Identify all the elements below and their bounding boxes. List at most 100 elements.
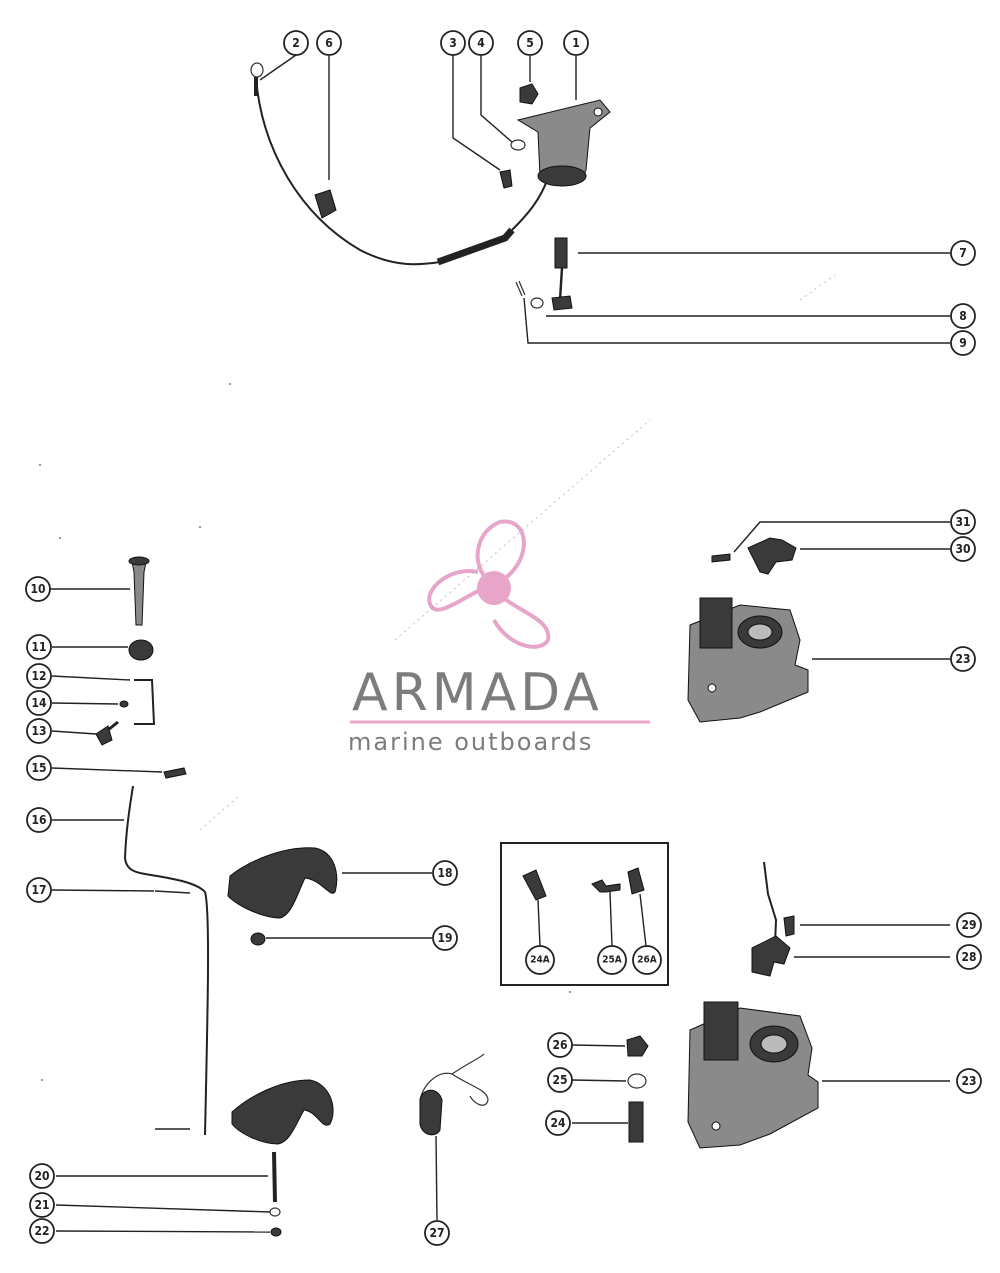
leader [639,893,647,947]
linkage-assembly [95,556,338,1237]
part-1-solenoid-base [537,165,587,187]
callout-text: 26 [552,1038,567,1052]
callout-ring [632,945,662,975]
callout-text: 20 [34,1169,49,1183]
callout-text: 28 [961,950,976,964]
callout-24A: 24A [525,945,555,975]
part-19-nut [250,932,266,946]
scan-line [394,419,651,641]
callout-ring [26,718,52,744]
callout-10: 10 [25,576,51,602]
part-25-washer [627,1073,647,1089]
callout-12: 12 [26,663,52,689]
speck [41,1079,43,1081]
callout-text: 21 [34,1198,49,1212]
callout-20: 20 [29,1163,55,1189]
callout-17: 17 [26,877,52,903]
plunger-rod [558,267,564,301]
callout-ring [432,925,458,951]
callout-23-lower: 23 [956,1068,982,1094]
watermark-tagline: marine outboards [348,728,593,756]
part-17-pin [154,890,191,894]
part-9-cotter-pin [515,280,526,297]
callout-ring [950,303,976,329]
callout-text: 8 [959,309,967,323]
part-12-link [134,679,156,725]
callout-5: 5 [517,30,543,56]
part-11-bushing [128,639,154,661]
callout-ring [525,945,555,975]
screw-shank [107,720,119,732]
scan-line [199,794,241,831]
callouts: 2 6 3 4 5 1 7 8 9 10 11 12 14 13 15 16 1… [25,30,982,1246]
leader [537,899,541,947]
leader [51,675,131,681]
callout-ring [29,1163,55,1189]
leader [733,521,950,553]
part-3-screw [499,169,513,189]
scan-line [799,274,836,301]
leader [51,702,119,705]
solenoid-mount-hole [593,107,603,117]
callout-ring [26,663,52,689]
carburetor-float-bowl [699,597,733,649]
watermark: ARMADA marine outboards [348,519,650,756]
callout-text: 24 [550,1116,566,1130]
solenoid-assembly [250,62,611,311]
callout-ring [956,1068,982,1094]
callout-text: 31 [955,515,970,529]
callout-4: 4 [468,30,494,56]
part-26-nut [626,1035,649,1057]
callout-ring [29,1192,55,1218]
cable-boot [436,227,515,266]
callout-ring [26,690,52,716]
part-26A-fitting [627,867,645,895]
part-16-shaft [123,785,210,1136]
plunger-end [551,295,573,311]
part-25A-screw [591,879,621,893]
part-22-nut [270,1227,282,1237]
callout-ring [597,945,627,975]
callout-text: 5 [526,36,534,50]
carburetor-float-bowl-lower [703,1001,739,1061]
callout-ring [950,330,976,356]
callout-ring [26,755,52,781]
callout-26: 26 [547,1032,573,1058]
callout-text: 17 [31,883,46,897]
leader [55,1204,271,1213]
callout-ring [29,1218,55,1244]
callout-28: 28 [956,944,982,970]
callout-text: 10 [30,582,45,596]
callout-ring [950,536,976,562]
leader [480,55,513,143]
callout-text: 27 [429,1226,444,1240]
callout-7: 7 [950,240,976,266]
callout-text: 6 [325,36,333,50]
callout-text: 19 [437,931,452,945]
leaders-left [50,588,432,1233]
leader [259,54,297,81]
carb-screw [707,683,717,693]
callout-26A: 26A [632,945,662,975]
speck [569,991,571,993]
part-14-clip [119,700,129,708]
callout-ring [468,30,494,56]
part-5-nut [519,83,539,105]
callout-text: 9 [959,336,967,350]
callout-ring [432,860,458,886]
carburetor-lower [571,861,950,1149]
callout-14: 14 [26,690,52,716]
callout-24: 24 [545,1110,571,1136]
callout-ring [26,877,52,903]
part-28-rod [763,861,778,945]
callout-text: 23 [961,1074,976,1088]
leader [571,1044,626,1047]
leader [51,730,97,735]
part-10-pin [131,561,147,626]
callout-6: 6 [316,30,342,56]
leader [55,1230,271,1233]
callout-text: 16 [31,813,46,827]
part-13-screw [95,725,113,746]
callout-3: 3 [440,30,466,56]
